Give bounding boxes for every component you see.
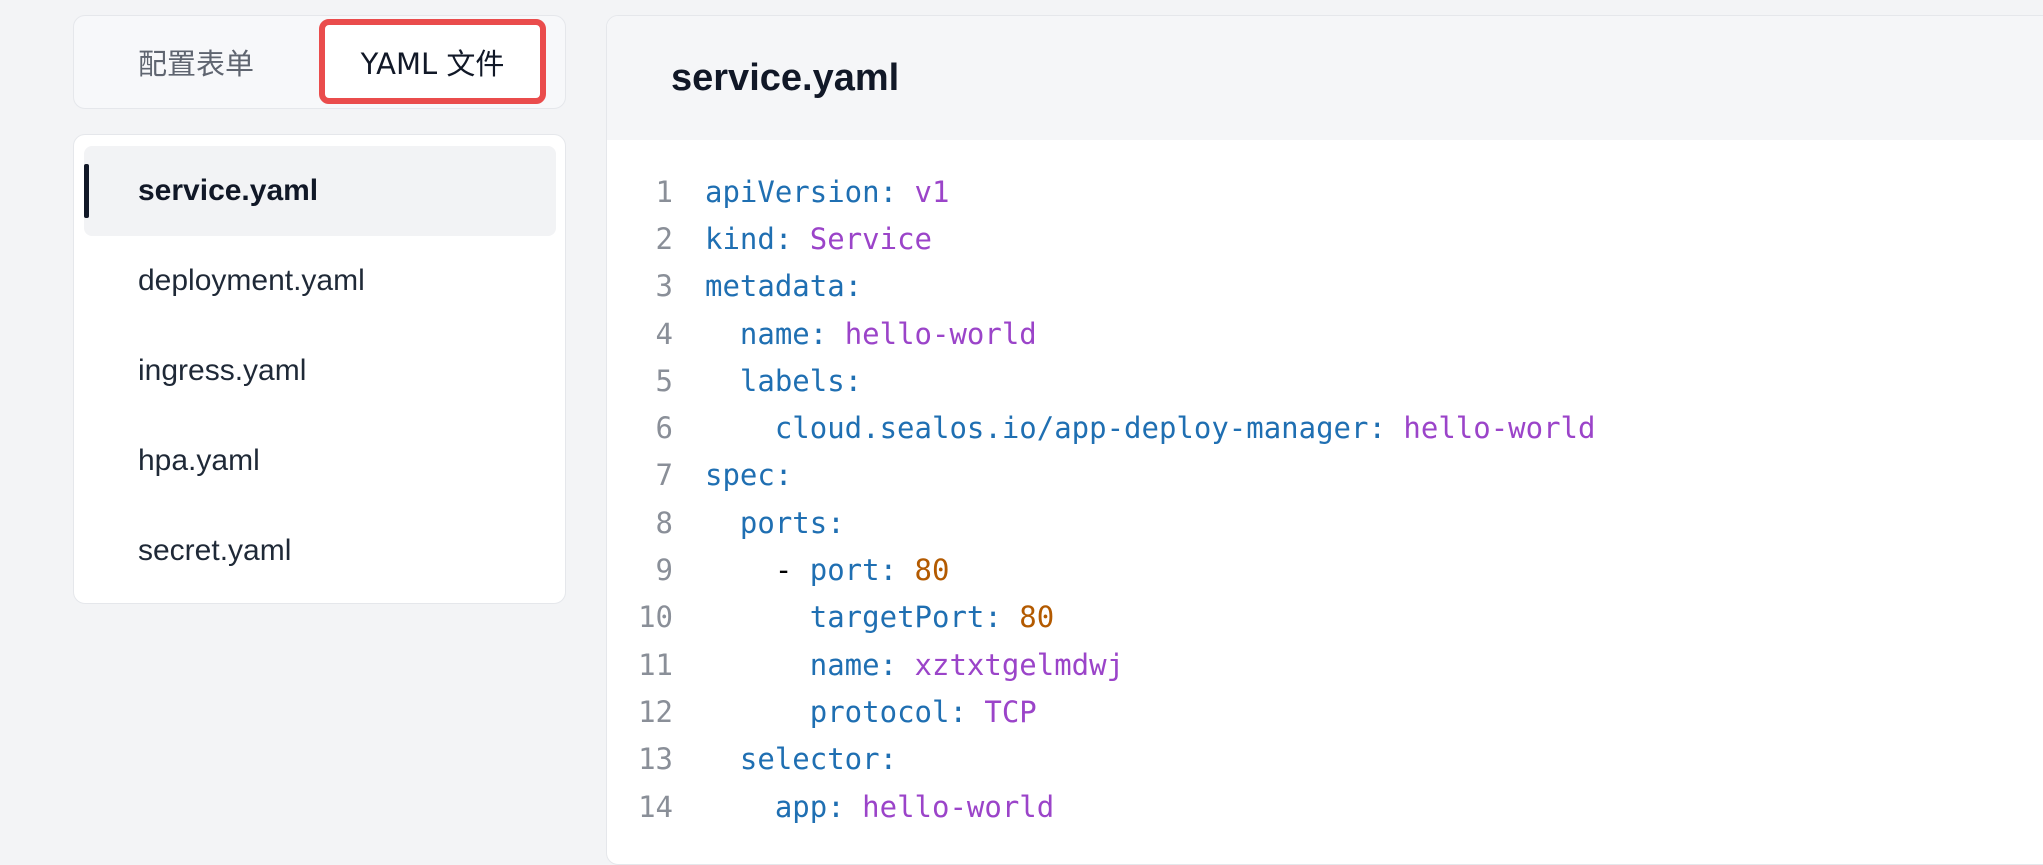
line-number: 11 — [638, 647, 673, 682]
yaml-key: labels: — [739, 363, 863, 398]
code-indent — [705, 742, 740, 776]
yaml-key: app: — [774, 789, 845, 824]
code-text: app: hello-world — [673, 790, 1054, 824]
file-item-service[interactable]: service.yaml — [84, 146, 556, 236]
code-indent — [705, 317, 740, 351]
line-number: 13 — [638, 742, 673, 777]
code-indent — [705, 364, 740, 398]
line-number: 4 — [655, 316, 673, 351]
yaml-key: ports: — [739, 505, 845, 540]
yaml-value: 80 — [897, 553, 950, 588]
code-line: 10 targetPort: 80 — [607, 594, 2043, 641]
yaml-key: name: — [739, 316, 828, 351]
yaml-value: TCP — [966, 694, 1037, 729]
yaml-value: hello-world — [1385, 411, 1596, 446]
yaml-key: cloud.sealos.io/app-deploy-manager: — [774, 411, 1386, 446]
yaml-value: 80 — [1001, 600, 1055, 635]
code-text: labels: — [673, 364, 862, 398]
code-text: spec: — [673, 458, 792, 492]
file-item-hpa[interactable]: hpa.yaml — [138, 444, 260, 477]
code-indent — [705, 600, 810, 634]
yaml-key: metadata: — [705, 269, 863, 304]
code-indent — [705, 648, 810, 682]
yaml-key: name: — [809, 647, 898, 682]
yaml-key: targetPort: — [809, 600, 1002, 635]
code-line: 5 labels: — [607, 357, 2043, 404]
line-number: 1 — [655, 174, 673, 209]
line-number: 3 — [655, 269, 673, 304]
yaml-file-list: service.yaml deployment.yaml ingress.yam… — [73, 134, 566, 604]
code-text: targetPort: 80 — [673, 600, 1054, 634]
code-line: 11 name: xztxtgelmdwj — [607, 641, 2043, 688]
file-item-deployment[interactable]: deployment.yaml — [138, 264, 365, 297]
file-item-secret[interactable]: secret.yaml — [138, 534, 292, 567]
yaml-key: port: — [809, 553, 898, 588]
line-number: 5 — [655, 363, 673, 398]
code-indent — [705, 506, 740, 540]
line-number: 14 — [638, 789, 673, 824]
yaml-key: protocol: — [809, 694, 967, 729]
code-text: name: xztxtgelmdwj — [673, 648, 1124, 682]
code-text: selector: — [673, 742, 897, 776]
code-indent — [705, 411, 775, 445]
line-number: 2 — [655, 221, 673, 256]
yaml-key: spec: — [705, 458, 793, 493]
code-line: 14 app: hello-world — [607, 783, 2043, 830]
code-line: 7 spec: — [607, 452, 2043, 499]
code-line: 6 cloud.sealos.io/app-deploy-manager: he… — [607, 404, 2043, 451]
yaml-value: Service — [792, 221, 932, 256]
code-line: 9 - port: 80 — [607, 546, 2043, 593]
line-number: 9 — [655, 553, 673, 588]
code-text: - port: 80 — [673, 553, 950, 588]
yaml-key: kind: — [705, 221, 793, 256]
code-line: 8 ports: — [607, 499, 2043, 546]
code-text: apiVersion: v1 — [673, 175, 949, 209]
code-line: 12 protocol: TCP — [607, 688, 2043, 735]
line-number: 6 — [655, 411, 673, 446]
code-text: kind: Service — [673, 222, 932, 256]
view-mode-tabs: 配置表单 YAML 文件 — [73, 15, 566, 109]
tab-config-form[interactable]: 配置表单 — [137, 47, 254, 81]
code-line: 4 name: hello-world — [607, 310, 2043, 357]
line-number: 10 — [638, 600, 673, 635]
yaml-key: apiVersion: — [705, 174, 898, 209]
code-text: cloud.sealos.io/app-deploy-manager: hell… — [673, 411, 1596, 446]
code-line: 13 selector: — [607, 736, 2043, 783]
file-item-ingress[interactable]: ingress.yaml — [138, 354, 307, 387]
yaml-key: selector: — [739, 742, 898, 777]
code-text: name: hello-world — [673, 317, 1037, 351]
tab-yaml-files[interactable]: YAML 文件 — [319, 19, 546, 104]
line-number: 8 — [655, 505, 673, 540]
code-indent — [705, 695, 810, 729]
code-indent — [705, 790, 775, 824]
line-number: 12 — [638, 694, 673, 729]
line-number: 7 — [655, 458, 673, 493]
code-text: protocol: TCP — [673, 695, 1037, 729]
yaml-value: hello-world — [844, 789, 1055, 824]
code-text: ports: — [673, 506, 845, 540]
code-text: metadata: — [673, 269, 862, 303]
yaml-value: hello-world — [827, 316, 1037, 351]
code-indent: - — [705, 553, 810, 588]
yaml-value: xztxtgelmdwj — [897, 647, 1125, 682]
code-line: 3 metadata: — [607, 263, 2043, 310]
yaml-value: v1 — [897, 174, 950, 209]
file-title: service.yaml — [607, 16, 2043, 140]
